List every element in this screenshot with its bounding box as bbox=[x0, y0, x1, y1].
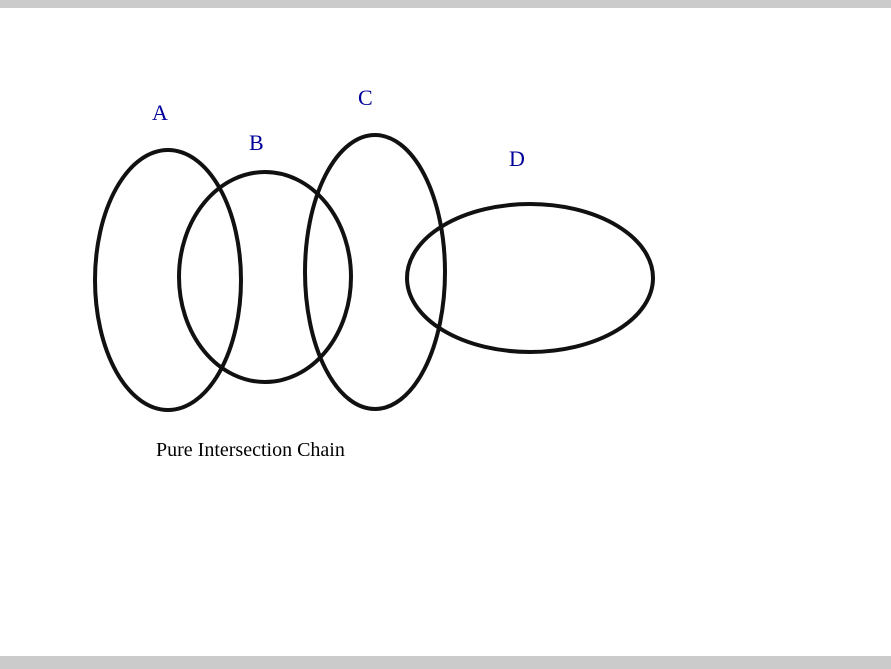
ellipse-label-b: B bbox=[249, 130, 264, 155]
ellipse-label-a: A bbox=[152, 100, 168, 125]
ellipse-label-d: D bbox=[509, 146, 525, 171]
ellipse-B bbox=[177, 170, 353, 384]
ellipse-C bbox=[303, 133, 447, 411]
bottom-border-bar bbox=[0, 656, 891, 669]
ellipse-D bbox=[405, 202, 655, 354]
top-border-bar bbox=[0, 0, 891, 8]
ellipse-label-c: C bbox=[358, 85, 373, 110]
ellipse-A bbox=[93, 148, 243, 412]
diagram-caption: Pure Intersection Chain bbox=[156, 439, 345, 461]
